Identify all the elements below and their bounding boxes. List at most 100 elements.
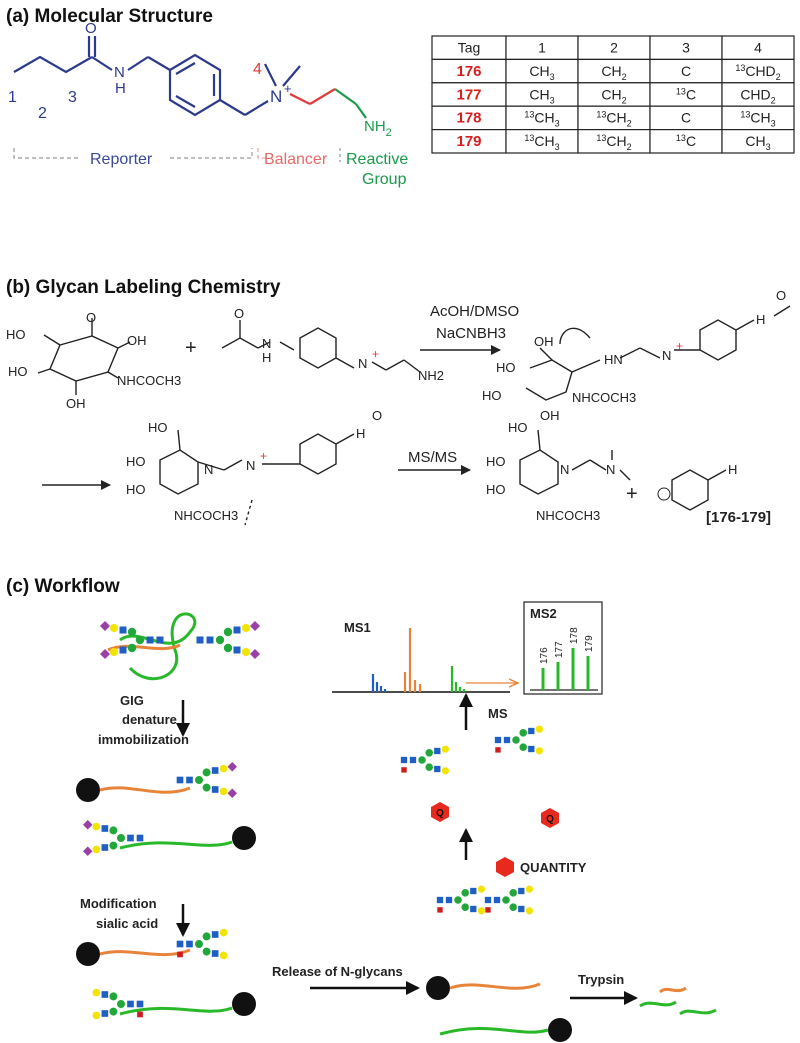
position-1: 1 <box>8 89 17 106</box>
reagent-h: H <box>262 350 271 365</box>
inter-h: H <box>356 426 365 441</box>
ms2-peak-label: 176 <box>539 647 550 664</box>
glycan-chain <box>436 885 485 915</box>
inter-ho: HO <box>148 420 168 435</box>
frag-n-2: N <box>606 462 615 477</box>
quantity-tag: Q <box>431 802 449 822</box>
glycan-chain <box>494 725 544 755</box>
ms2-label: MS2 <box>530 606 557 621</box>
product1-nh: H <box>756 312 765 327</box>
inter-ho-2: HO <box>126 454 146 469</box>
sugar-nhcoch3-1: NHCOCH3 <box>117 373 181 388</box>
product1-hn: HN <box>604 352 623 367</box>
atom-h: H <box>115 80 126 97</box>
table-header: 4 <box>754 40 762 56</box>
table-cell: C <box>681 63 691 79</box>
frag-ho-2: HO <box>486 454 506 469</box>
step-modification: Modification <box>80 896 157 911</box>
product1-o: O <box>776 288 786 303</box>
table-cell: 13CH3 <box>524 133 559 152</box>
table-cell: 13C <box>676 86 696 102</box>
step-gig: GIG <box>120 693 144 708</box>
charge-plus: + <box>284 81 292 96</box>
product1-plus: + <box>676 339 683 353</box>
table-tag: 179 <box>456 133 481 150</box>
frag-ho: HO <box>508 420 528 435</box>
table-header: 2 <box>610 40 618 56</box>
atom-n: N <box>114 64 125 81</box>
frag-nhcoch3: NHCOCH3 <box>536 508 600 523</box>
inter-plus: + <box>260 449 267 463</box>
glycan-chain <box>176 928 228 960</box>
position-2: 2 <box>38 105 47 122</box>
reagent-acoh: AcOH/DMSO <box>430 303 519 320</box>
glycan-chain <box>176 761 237 799</box>
reagent-nh2: NH2 <box>418 368 444 383</box>
label-reporter: Reporter <box>90 151 153 168</box>
inter-ho-3: HO <box>126 482 146 497</box>
table-cell: CH3 <box>745 133 770 152</box>
section-b-title: (b) Glycan Labeling Chemistry <box>6 277 281 298</box>
product1-oh-2: OH <box>540 408 560 423</box>
glycan-chain <box>92 988 144 1020</box>
glycan-reaction: O OH HO HO NHCOCH3 OH + O N H N + NH2 Ac… <box>6 288 791 526</box>
position-4: 4 <box>253 61 262 78</box>
sugar-o: O <box>86 310 96 325</box>
table-header: 1 <box>538 40 546 56</box>
svg-text:Q: Q <box>436 808 444 819</box>
reagent-nplus: N <box>358 356 367 371</box>
molecule-a: O N H N + NH2 1 2 3 4 Reporter Balancer … <box>8 20 408 188</box>
table-tag: 177 <box>456 86 481 103</box>
table-cell: 13CHD2 <box>735 63 780 82</box>
table-cell: CH3 <box>529 86 554 105</box>
section-a-title: (a) Molecular Structure <box>6 6 213 27</box>
atom-o: O <box>85 20 97 37</box>
svg-text:Q: Q <box>546 814 554 825</box>
reporter-ion-label: [176-179] <box>706 509 771 526</box>
frag-ho-3: HO <box>486 482 506 497</box>
table-cell: CH3 <box>529 63 554 82</box>
product1-nhcoch3: NHCOCH3 <box>572 390 636 405</box>
inter-nplus: N <box>246 458 255 473</box>
ms2-peak-label: 177 <box>554 641 565 658</box>
glycan-chain <box>100 621 164 659</box>
product1-ho: HO <box>496 360 516 375</box>
table-cell: CHD2 <box>740 86 775 105</box>
table-cell: 13CH2 <box>596 133 631 152</box>
ms1-label: MS1 <box>344 620 371 635</box>
atom-nh2: NH2 <box>364 118 392 139</box>
sugar-oh-2: OH <box>66 396 86 411</box>
reagent-plus: + <box>372 347 379 361</box>
frag-plus-sign: + <box>626 483 638 505</box>
frag-h: H <box>728 462 737 477</box>
msms-label: MS/MS <box>408 449 457 466</box>
table-tag: 178 <box>456 110 481 127</box>
inter-o: O <box>372 408 382 423</box>
sugar-ho-1: HO <box>6 327 26 342</box>
frag-n: N <box>560 462 569 477</box>
atom-n-plus: N <box>270 87 282 106</box>
table-cell: CH2 <box>601 86 626 105</box>
inter-n: N <box>204 462 213 477</box>
table-header: 3 <box>682 40 690 56</box>
ms2-peak-label: 178 <box>569 627 580 644</box>
product1-n: N <box>662 348 671 363</box>
quantity-label: QUANTITY <box>520 860 587 875</box>
section-c-title: (c) Workflow <box>6 576 120 597</box>
ms-label: MS <box>488 706 508 721</box>
sugar-ho-2: HO <box>8 364 28 379</box>
trypsin-label: Trypsin <box>578 972 624 987</box>
glycan-chain <box>196 621 260 659</box>
table-tag: 176 <box>456 63 481 80</box>
ms2-peak-label: 179 <box>584 635 595 652</box>
glycan-chain <box>484 885 534 915</box>
table-cell: 13CH3 <box>524 110 559 129</box>
step-denature: denature <box>122 712 177 727</box>
glycan-chain <box>83 819 144 857</box>
quantity-tag: Q <box>541 808 559 828</box>
glycan-chain <box>400 745 449 775</box>
product1-ho-2: HO <box>482 388 502 403</box>
inter-nhcoch3: NHCOCH3 <box>174 508 238 523</box>
reagent-nacnbh3: NaCNBH3 <box>436 325 506 342</box>
